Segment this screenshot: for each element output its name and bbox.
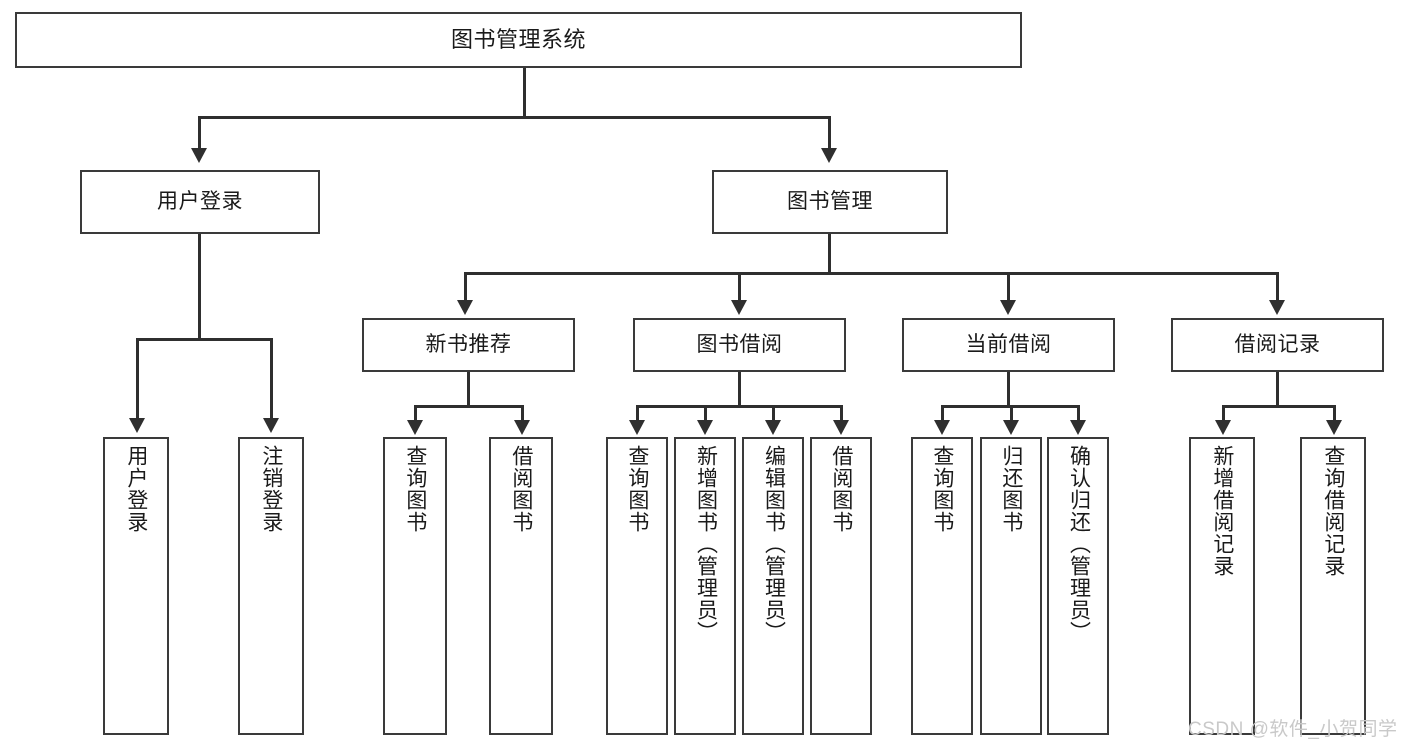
connector-new-to-leaf-2	[521, 405, 524, 422]
arrowhead-book-to-new	[457, 300, 473, 315]
connector-root-to-user	[198, 116, 201, 150]
node-label: 借阅记录	[1234, 332, 1321, 356]
node-label: 图书管理系统	[450, 27, 586, 53]
connector-current-to-leaf-3	[1077, 405, 1080, 422]
connector-root-to-book	[828, 116, 831, 150]
connector-borrow-to-leaf-2	[704, 405, 707, 422]
connector-records-to-leaf-1	[1222, 405, 1225, 422]
leaf-query-book-borrow[interactable]: 查询图书	[606, 437, 668, 735]
node-book-borrow[interactable]: 图书借阅	[633, 318, 846, 372]
leaf-edit-book-admin[interactable]: 编辑图书（管理员）	[742, 437, 804, 735]
leaf-add-book-admin[interactable]: 新增图书（管理员）	[674, 437, 736, 735]
leaf-user-logout[interactable]: 注销登录	[238, 437, 304, 735]
connector-book-stem	[828, 234, 831, 274]
arrowhead-borrow-to-leaf-1	[629, 420, 645, 435]
node-label: 图书借阅	[696, 332, 783, 356]
node-label: 查询借阅记录	[1321, 445, 1345, 577]
arrowhead-new-to-leaf-2	[514, 420, 530, 435]
node-borrow-records[interactable]: 借阅记录	[1171, 318, 1384, 372]
node-label: 查询图书	[930, 445, 954, 533]
connector-borrow-bus	[636, 405, 843, 408]
connector-borrow-to-leaf-4	[840, 405, 843, 422]
node-label: 新增借阅记录	[1210, 445, 1234, 577]
arrowhead-borrow-to-leaf-2	[697, 420, 713, 435]
node-label: 编辑图书（管理员）	[762, 445, 786, 643]
node-label: 用户登录	[124, 445, 148, 533]
connector-records-to-leaf-2	[1333, 405, 1336, 422]
node-user-login[interactable]: 用户登录	[80, 170, 320, 234]
arrowhead-root-to-user	[191, 148, 207, 163]
node-root-system[interactable]: 图书管理系统	[15, 12, 1022, 68]
connector-new-stem	[467, 372, 470, 408]
node-label: 借阅图书	[829, 445, 853, 533]
connector-book-to-new	[464, 272, 467, 302]
arrowhead-new-to-leaf-1	[407, 420, 423, 435]
arrowhead-current-to-leaf-3	[1070, 420, 1086, 435]
connector-book-bus	[464, 272, 1279, 275]
arrowhead-borrow-to-leaf-4	[833, 420, 849, 435]
node-label: 查询图书	[625, 445, 649, 533]
leaf-query-borrow-record[interactable]: 查询借阅记录	[1300, 437, 1366, 735]
arrowhead-book-to-borrow	[731, 300, 747, 315]
connector-book-to-current	[1007, 272, 1010, 302]
connector-book-to-borrow	[738, 272, 741, 302]
connector-borrow-to-leaf-1	[636, 405, 639, 422]
leaf-confirm-return-admin[interactable]: 确认归还（管理员）	[1047, 437, 1109, 735]
node-label: 归还图书	[999, 445, 1023, 533]
connector-current-to-leaf-2	[1010, 405, 1013, 422]
arrowhead-borrow-to-leaf-3	[765, 420, 781, 435]
connector-user-bus	[136, 338, 273, 341]
connector-records-stem	[1276, 372, 1279, 408]
leaf-user-login[interactable]: 用户登录	[103, 437, 169, 735]
node-label: 确认归还（管理员）	[1067, 445, 1091, 643]
leaf-borrow-book-borrow[interactable]: 借阅图书	[810, 437, 872, 735]
arrowhead-user-to-leaf-2	[263, 418, 279, 433]
connector-root-stem	[523, 68, 526, 118]
connector-borrow-to-leaf-3	[772, 405, 775, 422]
arrowhead-book-to-records	[1269, 300, 1285, 315]
leaf-borrow-book-recommend[interactable]: 借阅图书	[489, 437, 553, 735]
arrowhead-root-to-book	[821, 148, 837, 163]
node-new-book-recommend[interactable]: 新书推荐	[362, 318, 575, 372]
arrowhead-current-to-leaf-1	[934, 420, 950, 435]
connector-current-stem	[1007, 372, 1010, 408]
leaf-add-borrow-record[interactable]: 新增借阅记录	[1189, 437, 1255, 735]
connector-user-stem	[198, 234, 201, 340]
arrowhead-user-to-leaf-1	[129, 418, 145, 433]
node-label: 图书管理	[787, 189, 873, 213]
node-label: 查询图书	[403, 445, 427, 533]
arrowhead-current-to-leaf-2	[1003, 420, 1019, 435]
node-label: 注销登录	[259, 445, 283, 533]
leaf-return-book[interactable]: 归还图书	[980, 437, 1042, 735]
leaf-query-book-current[interactable]: 查询图书	[911, 437, 973, 735]
connector-root-bus	[198, 116, 830, 119]
node-label: 用户登录	[157, 189, 243, 213]
connector-borrow-stem	[738, 372, 741, 408]
node-current-borrow[interactable]: 当前借阅	[902, 318, 1115, 372]
connector-user-to-leaf-2	[270, 338, 273, 420]
node-label: 新书推荐	[425, 332, 512, 356]
arrowhead-records-to-leaf-1	[1215, 420, 1231, 435]
connector-new-to-leaf-1	[414, 405, 417, 422]
arrowhead-book-to-current	[1000, 300, 1016, 315]
connector-records-bus	[1222, 405, 1336, 408]
node-label: 当前借阅	[965, 332, 1052, 356]
node-label: 新增图书（管理员）	[694, 445, 718, 643]
node-label: 借阅图书	[509, 445, 533, 533]
arrowhead-records-to-leaf-2	[1326, 420, 1342, 435]
leaf-query-book-recommend[interactable]: 查询图书	[383, 437, 447, 735]
connector-user-to-leaf-1	[136, 338, 139, 420]
node-book-management[interactable]: 图书管理	[712, 170, 948, 234]
connector-current-to-leaf-1	[941, 405, 944, 422]
connector-new-bus	[414, 405, 524, 408]
connector-book-to-records	[1276, 272, 1279, 302]
